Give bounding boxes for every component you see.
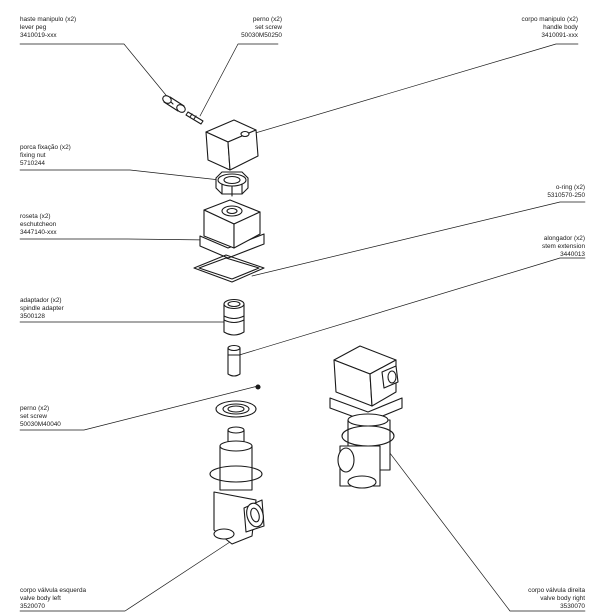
label-lever-peg: haste manipulo (x2) lever peg 3410019-xx… — [20, 16, 76, 41]
lever-peg-name-pt: haste manipulo (x2) — [20, 16, 77, 23]
stem-extension-code: 3440013 — [560, 251, 585, 259]
fixing-nut-name-en: fixing nut — [20, 152, 46, 160]
spindle-adapter-name-en: spindle adapter — [20, 305, 64, 313]
set-screw-top-name-en: set screw — [255, 24, 282, 32]
lever-peg-part — [162, 95, 186, 113]
handle-body-part — [205, 119, 259, 171]
stem-extension-part — [227, 344, 241, 377]
set-screw-top-code: 50030M50250 — [241, 32, 282, 40]
handle-body-name-en: handle body — [543, 24, 578, 32]
leader-handle-body — [251, 43, 579, 135]
stem-extension-name-pt: alongador (x2) — [543, 235, 585, 242]
leader-lever-peg — [19, 43, 171, 101]
eschutcheon-name-pt: roseta (x2) — [20, 213, 51, 220]
set-screw-bottom-part — [255, 384, 261, 390]
spindle-adapter-name-pt: adaptador (x2) — [20, 297, 62, 304]
leader-eschutcheon — [19, 238, 211, 241]
leader-fixing-nut — [19, 169, 221, 181]
label-fixing-nut: porca fixação (x2) fixing nut 5710244 — [20, 144, 71, 169]
set-screw-bottom-name-pt: perno (x2) — [20, 405, 50, 412]
valve-body-left-code: 3520070 — [20, 603, 45, 611]
valve-body-right-name-en: valve body right — [540, 595, 585, 603]
valve-body-left-name-pt: corpo válvula esquerda — [20, 587, 87, 594]
handle-body-code: 3410091-xxx — [541, 32, 578, 40]
label-valve-body-right: corpo válvula direita valve body right 3… — [528, 587, 585, 612]
eschutcheon-part — [199, 199, 265, 259]
spindle-adapter-part — [223, 298, 245, 336]
fixing-nut-code: 5710244 — [20, 160, 45, 168]
lever-peg-name-en: lever peg — [20, 24, 47, 32]
stem-extension-name-en: stem extension — [542, 243, 585, 251]
valve-body-right-part — [329, 345, 403, 489]
leader-stem-extension — [235, 257, 586, 357]
fixing-nut-part — [215, 171, 249, 197]
label-set-screw-bottom: perno (x2) set screw 50030M40040 — [20, 405, 61, 430]
label-o-ring: o-ring (x2) 5310570-250 — [547, 184, 585, 200]
o-ring-name: o-ring (x2) — [555, 184, 585, 191]
valve-body-left-name-en: valve body left — [20, 595, 61, 603]
leader-valve-body-right — [379, 439, 586, 612]
leader-set-screw-top — [199, 43, 279, 117]
spindle-adapter-code: 3500128 — [20, 313, 45, 321]
valve-body-right-name-pt: corpo válvula direita — [528, 587, 585, 594]
label-spindle-adapter: adaptador (x2) spindle adapter 3500128 — [20, 297, 64, 322]
leader-valve-body-left — [19, 539, 234, 612]
eschutcheon-code: 3447140-xxx — [20, 229, 57, 237]
lever-peg-code: 3410019-xxx — [20, 32, 57, 40]
label-handle-body: corpo manipulo (x2) handle body 3410091-… — [522, 16, 578, 41]
eschutcheon-name-en: eschutcheon — [20, 221, 57, 229]
o-ring-part — [193, 254, 265, 283]
o-ring-code: 5310570-250 — [547, 192, 585, 200]
handle-body-name-pt: corpo manipulo (x2) — [521, 16, 578, 23]
valve-body-right-code: 3530070 — [560, 603, 585, 611]
label-eschutcheon: roseta (x2) eschutcheon 3447140-xxx — [20, 213, 57, 238]
leader-set-screw-bottom — [19, 385, 259, 431]
set-screw-bottom-code: 50030M40040 — [20, 421, 61, 429]
valve-body-left-part — [209, 400, 265, 545]
leader-o-ring — [251, 201, 586, 277]
fixing-nut-name-pt: porca fixação (x2) — [20, 144, 71, 151]
set-screw-top-name-pt: perno (x2) — [252, 16, 282, 23]
leader-lines — [19, 43, 586, 612]
label-set-screw-top: perno (x2) set screw 50030M50250 — [241, 16, 282, 41]
label-valve-body-left: corpo válvula esquerda valve body left 3… — [20, 587, 86, 612]
set-screw-bottom-name-en: set screw — [20, 413, 47, 421]
set-screw-top-part — [185, 111, 204, 125]
label-stem-extension: alongador (x2) stem extension 3440013 — [542, 235, 585, 260]
